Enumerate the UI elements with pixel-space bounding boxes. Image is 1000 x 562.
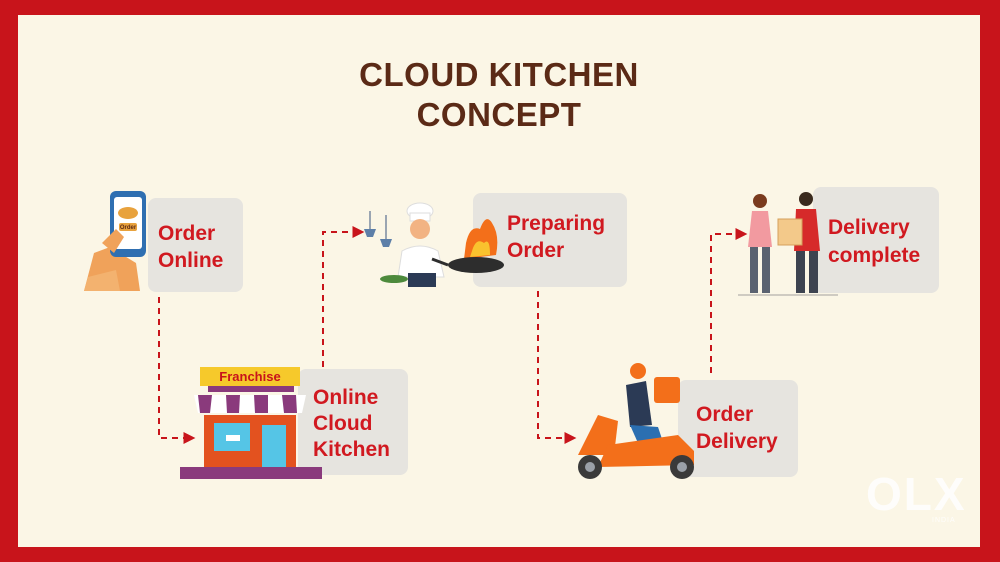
step-5-label-line-1: Delivery (828, 216, 910, 239)
step-box-order-delivery (678, 380, 798, 477)
olx-watermark: OLX (866, 468, 967, 520)
title-line-1: CLOUD KITCHEN (359, 56, 639, 93)
step-2-label-line-1: Online (313, 386, 379, 409)
step-box-online-cloud-kitchen (298, 369, 408, 475)
step-box-preparing-order (473, 193, 627, 287)
chef-cooking-icon (364, 202, 504, 287)
phone-in-hand-icon: Order (84, 191, 146, 291)
package-handover-icon (738, 192, 838, 296)
connector-preparing-to-delivery (537, 291, 577, 444)
step-2-label-line-2: Cloud (313, 412, 373, 435)
step-2-label-line-3: Kitchen (313, 438, 391, 461)
diagram-graphics: Order Franchise (84, 191, 838, 479)
diagram-panel: CLOUD KITCHEN CONCEPT Order Online Onlin… (18, 15, 980, 547)
connector-delivery-to-complete (710, 228, 748, 373)
step-1-label-line-2: Online (158, 249, 224, 272)
step-4-label-line-1: Order (696, 403, 754, 426)
step-box-order-online (148, 198, 243, 292)
step-5-label-line-2: complete (828, 244, 921, 267)
step-box-delivery-complete (813, 187, 939, 293)
step-4-label-line-2: Delivery (696, 430, 778, 453)
step-1-label-line-1: Order (158, 222, 216, 245)
shop-sign-text: Franchise (219, 369, 280, 384)
step-3-label-line-1: Preparing (507, 212, 606, 235)
delivery-scooter-icon (578, 363, 694, 479)
connector-kitchen-to-preparing (322, 226, 365, 367)
title-line-2: CONCEPT (416, 96, 582, 133)
phone-screen-text: Order (120, 225, 137, 231)
connector-order-to-kitchen (158, 297, 196, 444)
step-3-label-line-2: Order (507, 239, 565, 262)
shop-icon: Franchise (180, 367, 322, 479)
olx-watermark-sub: INDIA (932, 517, 956, 524)
